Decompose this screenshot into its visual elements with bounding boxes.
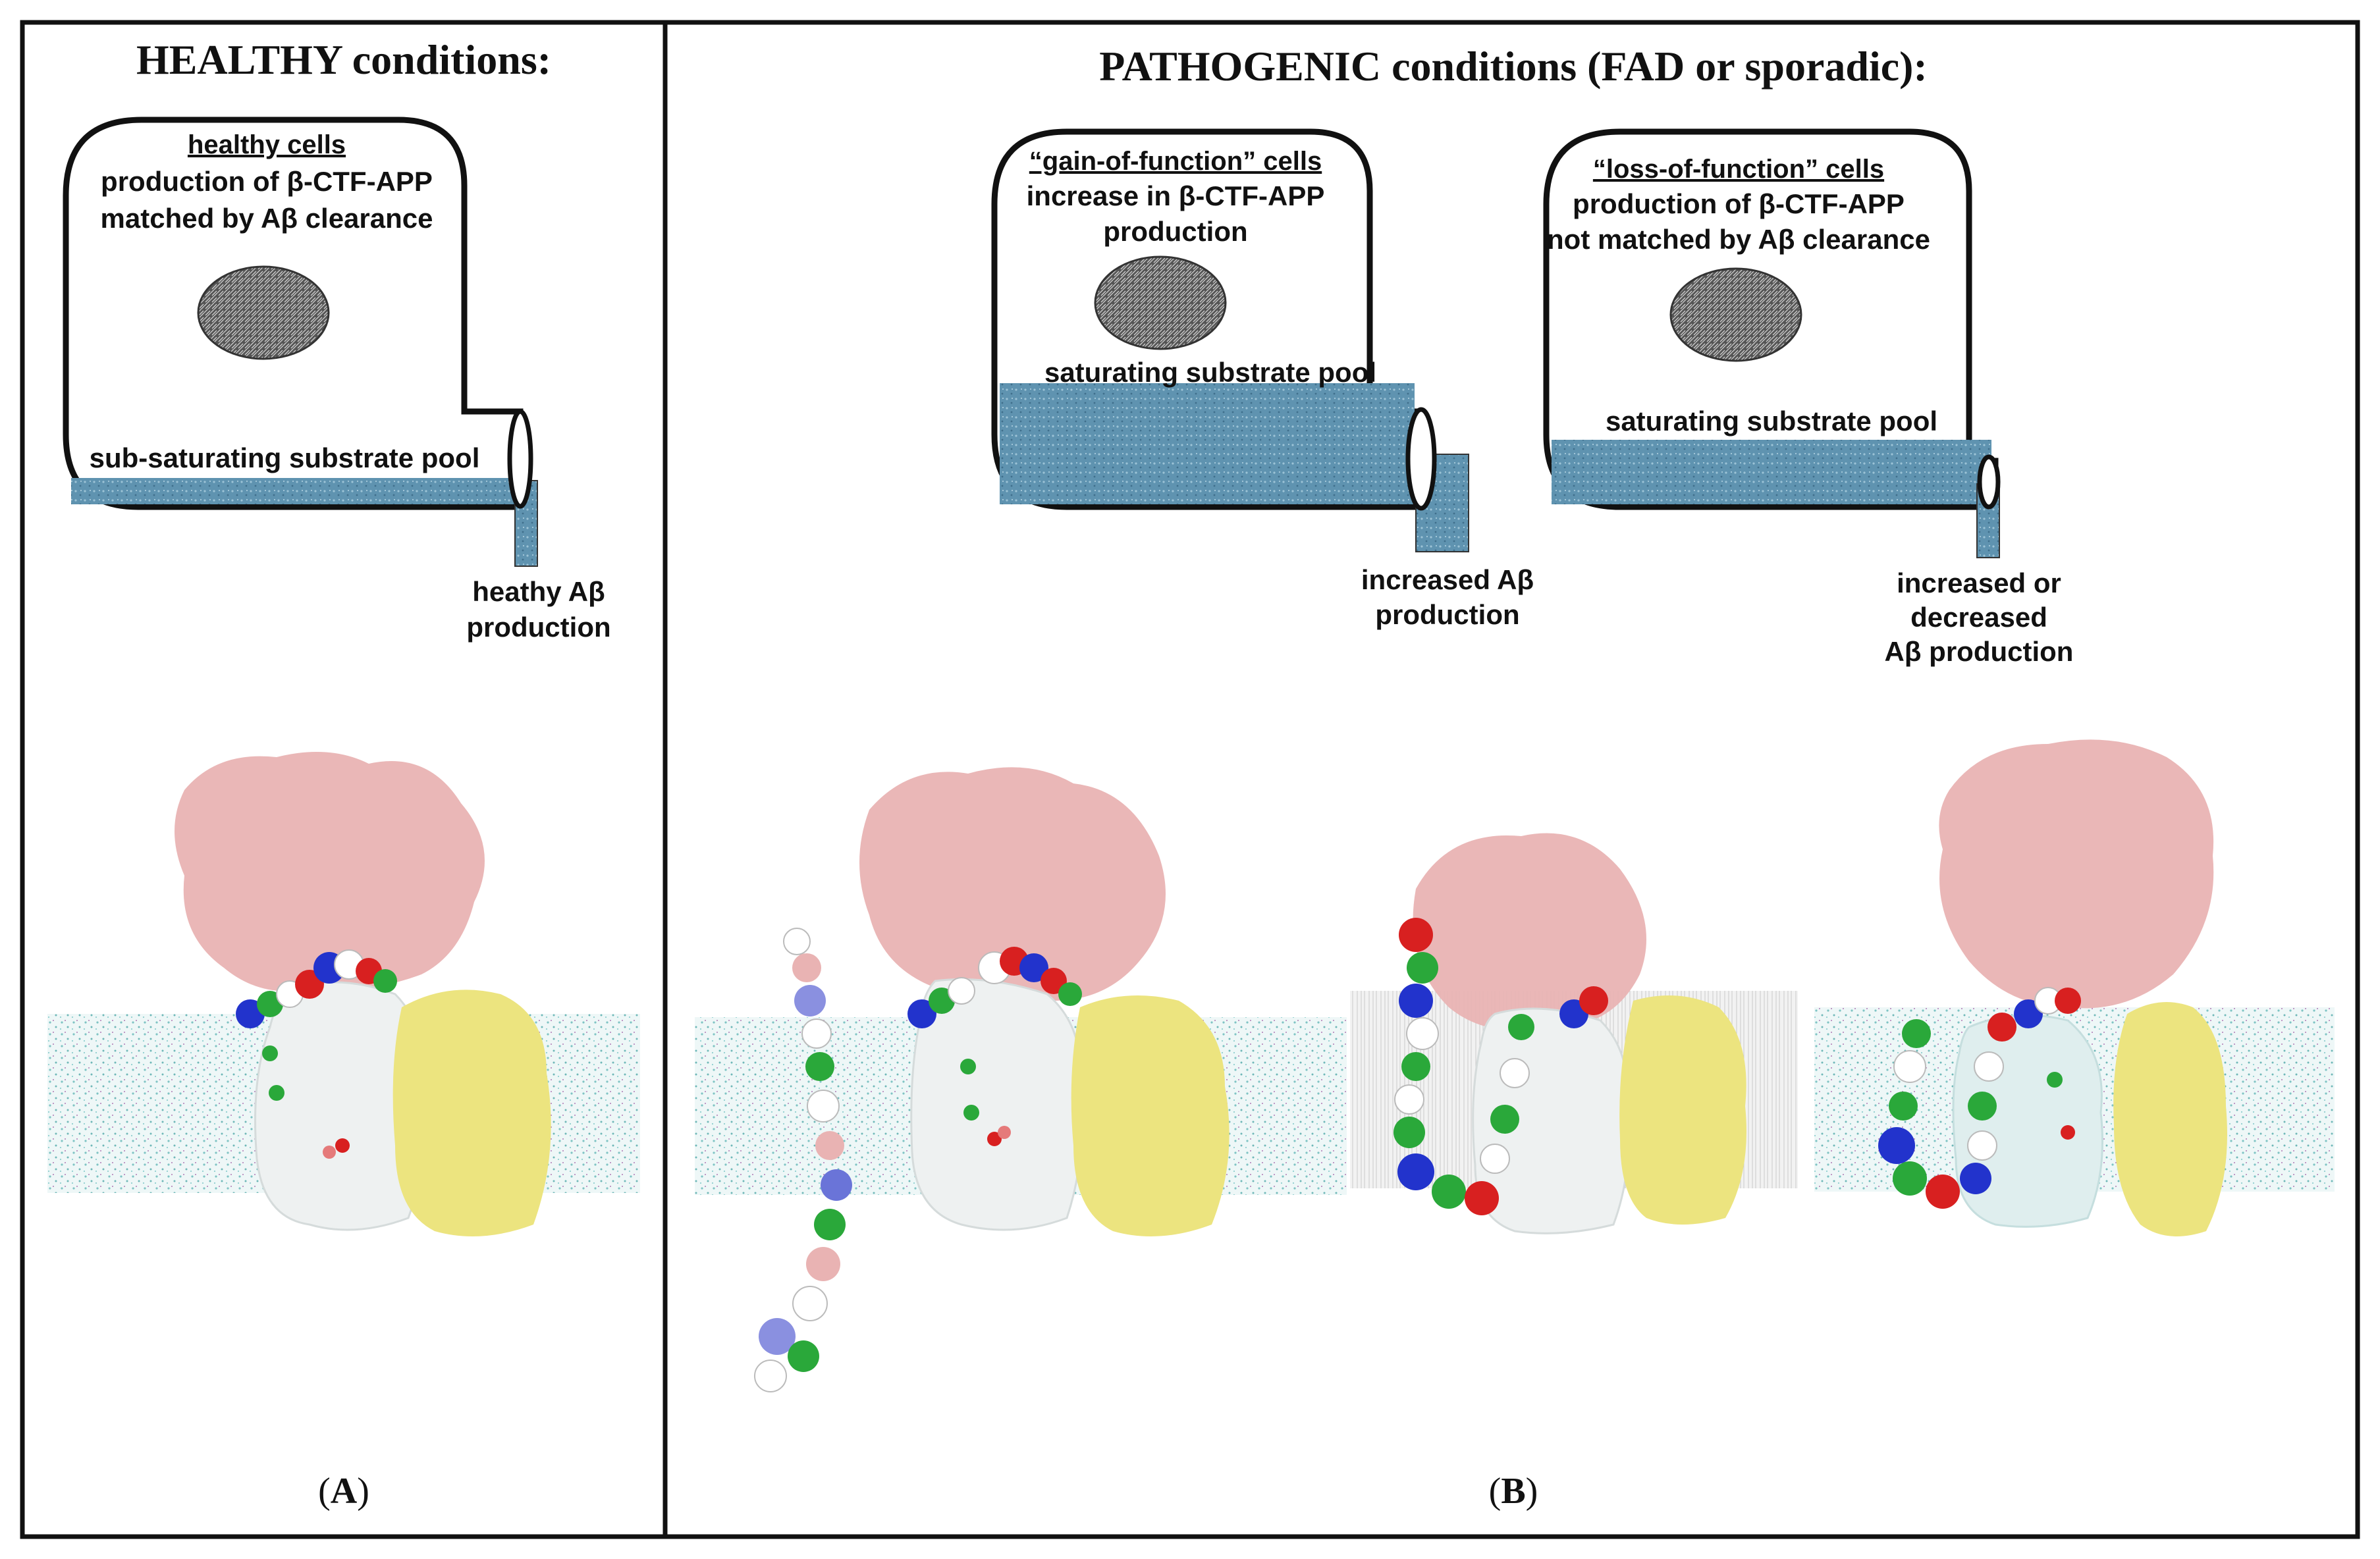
panel-b: PATHOGENIC conditions (FAD or sporadic):…: [695, 43, 2335, 1512]
tank-line-1: production of β-CTF-APP: [1573, 188, 1905, 219]
panel-a-title: HEALTHY conditions:: [136, 36, 551, 83]
molecule-healthy: [47, 752, 640, 1236]
tank-line-2: matched by Aβ clearance: [101, 203, 433, 234]
tank-heading: “gain-of-function” cells: [1029, 147, 1322, 176]
aph1-pen2: [392, 990, 551, 1236]
tank-heading: “loss-of-function” cells: [1593, 155, 1884, 184]
presenilin: [254, 981, 427, 1231]
pool-label: sub-saturating substrate pool: [90, 442, 480, 473]
aph1-pen2: [1071, 995, 1230, 1236]
substrate-helix: [1393, 918, 1608, 1215]
panel-b-label: (B): [1489, 1471, 1538, 1512]
outflow-label-1: heathy Aβ: [472, 576, 605, 607]
outflow-label-1: increased Aβ: [1361, 564, 1534, 595]
panel-a-label: (A): [318, 1471, 369, 1512]
outflow-label-2: decreased: [1910, 602, 2047, 633]
molecule-mutant-2: [1814, 739, 2335, 1236]
presenilin: [1952, 1014, 2103, 1228]
outer-border: [20, 20, 2360, 1539]
tank-line-1: increase in β-CTF-APP: [1027, 180, 1325, 211]
pool-label: saturating substrate pool: [1606, 406, 1937, 436]
panel-a: HEALTHY conditions: healthy cells produc…: [47, 36, 640, 1512]
pool-label: saturating substrate pool: [1044, 357, 1376, 388]
substrate-helix: [236, 949, 397, 1159]
panel-b-title: PATHOGENIC conditions (FAD or sporadic):: [1099, 43, 1928, 90]
substrate-pool: [1000, 383, 1415, 504]
nicastrin-ectodomain: [1413, 833, 1646, 1031]
tank-line-2: production: [1103, 216, 1247, 247]
outflow-label-2: production: [466, 612, 610, 643]
tank-heading: healthy cells: [188, 130, 346, 159]
nicastrin-ectodomain: [859, 767, 1166, 1005]
nucleus-icon: [1094, 255, 1227, 350]
molecule-gain-of-function: [695, 767, 1347, 1392]
released-peptide: [754, 928, 852, 1392]
pipe-end: [1977, 454, 2001, 510]
tank-line-2: not matched by Aβ clearance: [1547, 224, 1930, 255]
nucleus-icon: [1669, 267, 1802, 362]
nucleus-icon: [197, 265, 330, 360]
substrate-pool: [1552, 440, 1991, 504]
pipe-end: [507, 409, 533, 509]
nicastrin-ectodomain: [1939, 739, 2214, 1009]
substrate-helix: [907, 947, 1082, 1146]
outflow-label-1: increased or: [1897, 568, 2061, 598]
aph1-pen2: [2113, 1002, 2227, 1236]
pipe-end: [1405, 407, 1437, 511]
nicastrin-ectodomain: [175, 752, 485, 991]
outflow-label-2: production: [1375, 599, 1519, 630]
tank-loss-of-function: “loss-of-function” cells production of β…: [1543, 128, 2074, 667]
substrate-pool: [71, 478, 519, 504]
tank-line-1: production of β-CTF-APP: [101, 166, 433, 197]
tank-healthy: healthy cells production of β-CTF-APP ma…: [63, 117, 611, 643]
outflow-label-3: Aβ production: [1885, 636, 2074, 667]
presenilin: [910, 978, 1083, 1231]
substrate-helix: [1878, 987, 2081, 1209]
aph1-pen2: [1619, 995, 1746, 1225]
tank-gain-of-function: “gain-of-function” cells increase in β-C…: [991, 128, 1534, 630]
molecule-mutant-1: [1350, 833, 1798, 1234]
